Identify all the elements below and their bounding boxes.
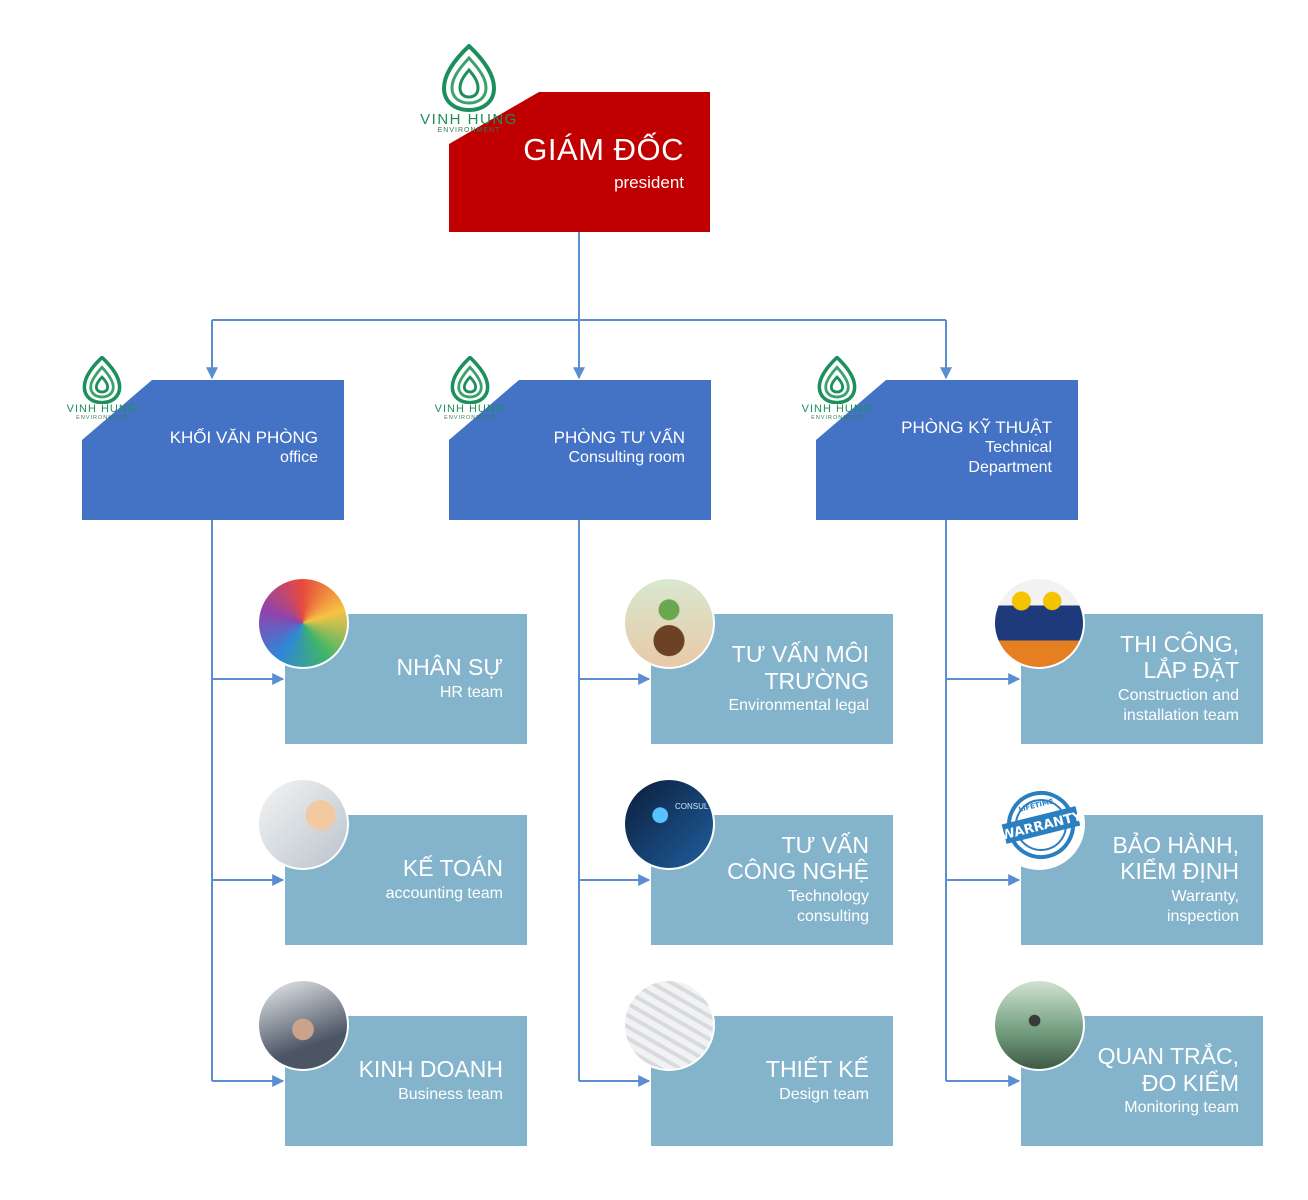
logo-brand-name: VINH HUNG bbox=[434, 403, 506, 415]
leaf-spiral-icon bbox=[450, 356, 490, 404]
logo-brand-name: VINH HUNG bbox=[420, 111, 518, 128]
logo-brand-sub: ENVIRONMENT bbox=[811, 415, 863, 421]
consult-photo-text: CONSULT bbox=[675, 802, 713, 811]
department-technical: PHÒNG KỸ THUẬT Technical Department bbox=[816, 380, 1078, 520]
team-title: TƯ VẤN MÔI TRƯỜNG bbox=[731, 641, 869, 694]
construction-workers-photo bbox=[993, 577, 1085, 669]
department-logo-technical: VINH HUNG ENVIRONMENT bbox=[797, 356, 877, 422]
team-title: BẢO HÀNH, KIỂM ĐỊNH bbox=[1112, 831, 1239, 885]
team-subtitle: Construction and installation team bbox=[1118, 686, 1239, 725]
monitoring-equipment-photo bbox=[993, 979, 1085, 1071]
company-logo-main: VINH HUNG ENVIRONMENT bbox=[415, 44, 523, 135]
department-title: KHỐI VĂN PHÒNG bbox=[169, 428, 318, 447]
department-office: KHỐI VĂN PHÒNG office bbox=[82, 380, 344, 520]
team-subtitle: Technology consulting bbox=[788, 887, 869, 926]
president-title: GIÁM ĐỐC bbox=[523, 132, 684, 167]
warranty-stamp-icon: WARRANTY LIFETIME bbox=[999, 791, 1083, 859]
president-subtitle: president bbox=[614, 172, 684, 192]
department-subtitle: Technical Department bbox=[968, 438, 1052, 477]
team-monitoring: QUAN TRẮC, ĐO KIỂM Monitoring team bbox=[1021, 1016, 1263, 1146]
department-consulting: PHÒNG TƯ VẤN Consulting room bbox=[449, 380, 711, 520]
logo-brand-name: VINH HUNG bbox=[66, 403, 138, 415]
team-subtitle: Design team bbox=[779, 1085, 869, 1103]
department-title: PHÒNG KỸ THUẬT bbox=[901, 418, 1052, 437]
leaf-spiral-icon bbox=[441, 44, 497, 112]
environment-plant-photo bbox=[623, 577, 715, 669]
department-title: PHÒNG TƯ VẤN bbox=[553, 428, 685, 447]
team-accounting: KẾ TOÁN accounting team bbox=[285, 815, 527, 945]
team-title: NHÂN SỰ bbox=[396, 654, 503, 681]
team-title: KẾ TOÁN bbox=[402, 855, 503, 882]
team-subtitle: accounting team bbox=[385, 884, 503, 902]
team-title: QUAN TRẮC, ĐO KIỂM bbox=[1097, 1043, 1239, 1096]
team-subtitle: Monitoring team bbox=[1124, 1099, 1239, 1117]
department-logo-consulting: VINH HUNG ENVIRONMENT bbox=[430, 356, 510, 422]
team-warranty: BẢO HÀNH, KIỂM ĐỊNH Warranty, inspection bbox=[1021, 815, 1263, 945]
team-subtitle: Environmental legal bbox=[728, 697, 869, 715]
team-subtitle: HR team bbox=[439, 683, 503, 701]
logo-brand-sub: ENVIRONMENT bbox=[444, 415, 496, 421]
logo-brand-name: VINH HUNG bbox=[801, 403, 873, 415]
department-logo-office: VINH HUNG ENVIRONMENT bbox=[62, 356, 142, 422]
team-subtitle: Warranty, inspection bbox=[1166, 887, 1239, 926]
technology-consulting-photo: CONSULT bbox=[623, 778, 715, 870]
team-subtitle: Business team bbox=[398, 1085, 503, 1103]
team-title: THI CÔNG, LẮP ĐẶT bbox=[1120, 630, 1239, 684]
logo-brand-sub: ENVIRONMENT bbox=[76, 415, 128, 421]
team-title: TƯ VẤN CÔNG NGHỆ bbox=[727, 831, 869, 885]
president-box: GIÁM ĐỐC president bbox=[449, 92, 710, 232]
team-title: THIẾT KẾ bbox=[765, 1056, 869, 1083]
department-subtitle: Consulting room bbox=[568, 448, 686, 466]
warranty-stamp-photo: WARRANTY LIFETIME bbox=[993, 778, 1085, 870]
accounting-office-photo bbox=[257, 778, 349, 870]
department-subtitle: office bbox=[280, 448, 318, 466]
logo-brand-sub: ENVIRONMENT bbox=[437, 127, 501, 134]
hr-people-photo bbox=[257, 577, 349, 669]
business-handshake-photo bbox=[257, 979, 349, 1071]
team-title: KINH DOANH bbox=[358, 1056, 503, 1083]
leaf-spiral-icon bbox=[817, 356, 857, 404]
design-drawings-photo bbox=[623, 979, 715, 1071]
leaf-spiral-icon bbox=[82, 356, 122, 404]
